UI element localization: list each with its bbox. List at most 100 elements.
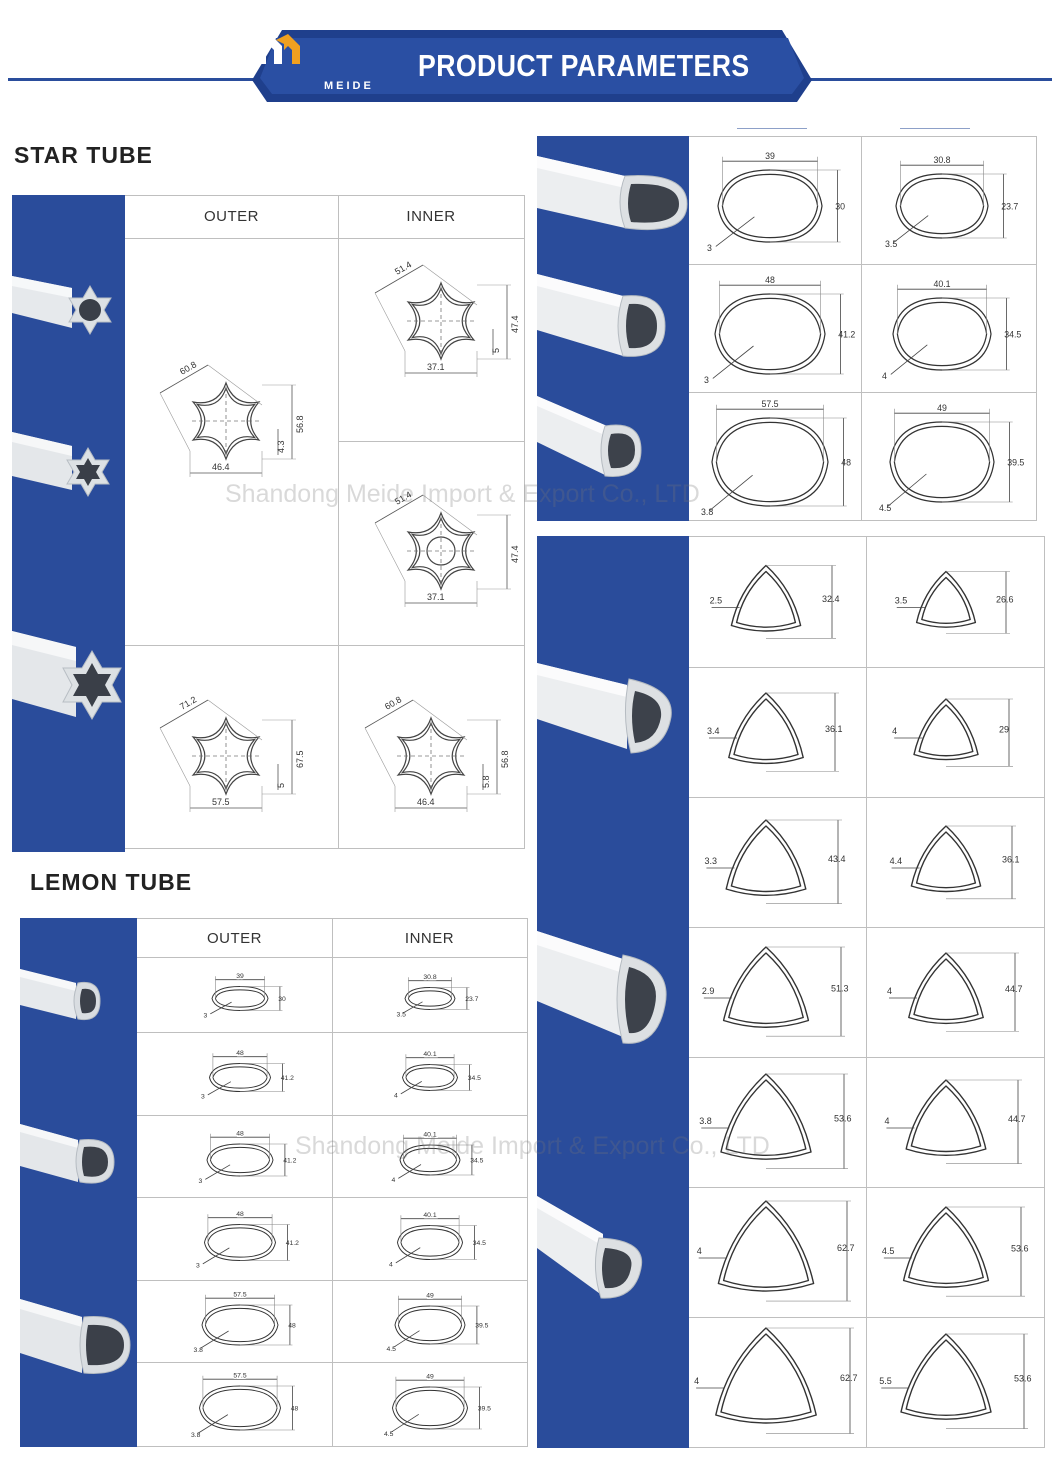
triangle-right-drawing: 36.14.4 [890,825,1020,900]
triangle-left-profile-inner [722,1206,810,1288]
lemon-inner-height-label: 34.5 [468,1075,481,1082]
lemon-outer-profile-inner [214,989,266,1008]
ext-line [159,727,191,787]
triangle-row-rule [689,927,1045,928]
triangle-row-rule [689,1057,1045,1058]
lemon-large-inner-thickness-label: 4.5 [879,503,891,513]
triangle-right-height-label: 26.6 [996,594,1014,604]
lemon-inner-width-label: 40.1 [423,1051,436,1058]
triangle-right-thickness-label: 4 [884,1116,889,1126]
star-outer-profile [406,511,476,591]
lemon-large-outer-height-label: 30 [835,201,845,211]
triangle-grid-right [1044,536,1045,1448]
lemon-inner-thickness-label: 4 [394,1092,398,1099]
lemon-large-outer-profile-outer [711,417,829,507]
lemon-inner-profile-inner [407,990,453,1007]
lemon-large-photo-1 [537,156,688,231]
triangle-left-height-label: 51.3 [831,984,849,994]
lemon-large-photo-2 [537,274,666,357]
lemon-outer-profile-inner [209,1146,271,1174]
lemon-outer-profile-inner [204,1307,276,1343]
star-tube-title: STAR TUBE [14,142,153,168]
triangle-right-profile-outer [910,825,982,893]
triangle-left-height-label: 53.6 [834,1113,852,1123]
lemon-large-outer-profile-inner [721,173,819,239]
triangle-left-profile-outer [725,819,807,897]
triangle-left-drawing: 32.42.5 [710,564,840,639]
triangle-row-rule [689,1187,1045,1188]
triangle-left-thickness-label: 2.9 [702,986,715,996]
lemon-outer-height-label: 41.2 [286,1240,299,1247]
lemon-outer-header: OUTER [207,930,262,947]
lemon-large-outer-thickness-label: 3.8 [701,507,713,517]
star-grid-top [125,195,525,196]
star-outer-profile [396,716,466,796]
triangle-right-height-label: 44.7 [1008,1114,1026,1124]
lemon-outer-height-label: 30 [278,996,286,1003]
dim-bottom-label: 46.4 [212,462,230,472]
lemon-outer-thickness-label: 3 [204,1012,208,1019]
lemon-row-rule [137,1280,527,1281]
triangle-left-thickness-label: 3.8 [699,1116,712,1126]
star-outer-header: OUTER [204,208,259,225]
triangle-right-drawing: 53.64.5 [882,1206,1029,1297]
lemon-large-inner-profile-inner [899,177,985,235]
lemon-inner-dim-thickness-line [390,1413,419,1433]
ext-line [374,292,406,352]
triangle-right-profile-outer [913,698,979,761]
triangle-right-thickness-label: 3.5 [895,596,908,606]
triangle-left-profile-outer [715,1327,817,1424]
dim-thickness-label: 4.3 [276,440,286,453]
lemon-outer-dim-thickness-line [205,1164,231,1180]
lemon-inner-thickness-label: 4.5 [384,1431,394,1438]
lemon-outer-profile-outer [209,1063,271,1092]
lemon-inner-height-label: 39.5 [475,1323,488,1330]
star-tube-photo-2 [12,432,110,497]
triangle-left-thickness-label: 4 [694,1376,699,1386]
lemon-inner-drawing: 40.134.54 [392,1130,484,1184]
lemon-outer-dim-thickness-line [202,1247,230,1265]
star-outer-profile [191,381,261,461]
lemon-inner-profile-inner [397,1308,463,1342]
lemon-large-outer-dim-thickness-line [715,216,755,247]
lemon-large-row-rule [689,264,1037,265]
ext-line [207,699,263,741]
triangle-left-profile-outer [717,1200,815,1292]
triangle-right-profile-inner [915,831,977,889]
lemon-large-outer-height-label: 48 [841,457,851,467]
triangle-left-profile-inner [730,825,802,893]
lemon-outer-profile-outer [204,1224,276,1261]
lemon-large-inner-thickness-label: 4 [882,371,887,381]
triangle-right-profile-inner [908,1212,984,1285]
lemon-inner-height-label: 34.5 [473,1240,486,1247]
lemon-large-outer-thickness-label: 3 [704,375,709,385]
triangle-left-profile-outer [722,946,810,1028]
lemon-tube-photo-3 [20,1299,131,1374]
lemon-large-inner-height-label: 34.5 [1004,329,1021,339]
lemon-large-grid-top [689,136,1037,137]
star-grid-divider [338,195,339,848]
lemon-large-outer-profile-outer [717,169,823,243]
lemon-outer-profile-outer [206,1143,274,1177]
triangle-right-profile-outer [908,952,984,1025]
lemon-inner-thickness-label: 4 [392,1177,396,1184]
lemon-inner-width-label: 49 [426,1374,434,1381]
triangle-right-profile-inner [921,576,971,625]
lemon-inner-height-label: 34.5 [470,1158,483,1165]
lemon-inner-profile-outer [402,1064,458,1091]
lemon-large-grid-divider [861,136,862,521]
lemon-large-grid-right [1036,136,1037,521]
triangle-left-thickness-label: 3.3 [704,856,717,866]
lemon-grid-right [527,918,528,1447]
lemon-inner-drawing: 40.1 34.5 4 [394,1050,481,1100]
lemon-large-photo-3 [537,396,642,477]
triangle-left-profile-outer [720,1073,812,1160]
triangle-right-drawing: 53.65.5 [879,1333,1032,1429]
lemon-large-outer-dim-thickness-line [709,474,753,511]
triangle-row-rule [689,667,1045,668]
triangle-right-thickness-label: 4.4 [890,856,903,866]
triangle-left-drawing: 62.74 [697,1200,855,1302]
